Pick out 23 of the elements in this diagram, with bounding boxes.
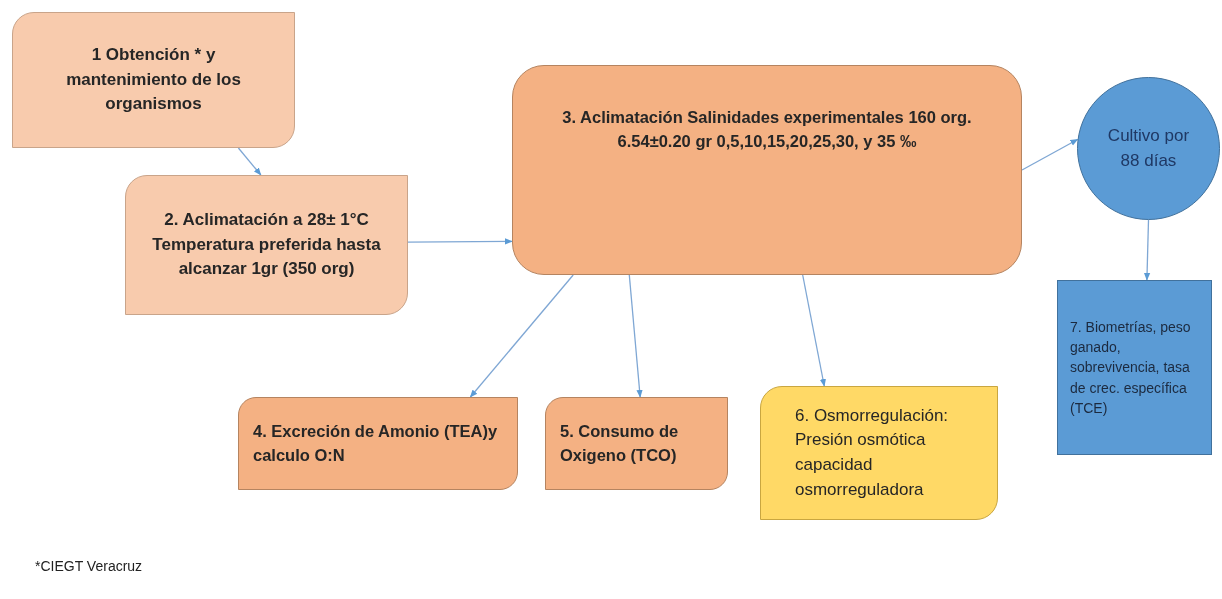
footnote: *CIEGT Veracruz xyxy=(35,558,143,574)
process-box xyxy=(545,397,728,490)
node-text: 5. Consumo de Oxigeno (TCO) xyxy=(560,420,680,466)
arrow xyxy=(802,274,826,387)
process-box xyxy=(12,12,295,148)
node-text: 2. Aclimatación a 28± 1°C Temperatura preferida hasta alcanzar 1gr (350 org) xyxy=(151,209,382,281)
node-text: 3. Aclimatación Salinidades experimentales 160 org. 6.54±0.20 gr 0,5,10,15,20,25,30, y 35 ‰ xyxy=(561,107,973,152)
arrow xyxy=(1021,138,1079,171)
arrow xyxy=(628,274,643,398)
arrow xyxy=(1143,219,1151,281)
node-text: 1 Obtención * y mantenimiento de los organismos xyxy=(65,44,242,116)
process-box xyxy=(512,65,1022,275)
process-box xyxy=(238,397,518,490)
arrow xyxy=(469,274,574,398)
arrow xyxy=(237,147,262,176)
node-text: 6. Osmorregulación: Presión osmótica capacidad osmorreguladora xyxy=(795,404,950,501)
node-text: Cultivo por 88 días xyxy=(1106,124,1191,172)
node-text: 4. Excreción de Amonio (TEA)y calculo O:N xyxy=(253,420,499,466)
result-box xyxy=(1057,280,1212,455)
process-box xyxy=(760,386,998,520)
process-box xyxy=(125,175,408,315)
node-text: 7. Biometrías, peso ganado, sobrevivencia, tasa de crec. específica (TCE) xyxy=(1070,317,1192,418)
arrow xyxy=(407,238,513,245)
